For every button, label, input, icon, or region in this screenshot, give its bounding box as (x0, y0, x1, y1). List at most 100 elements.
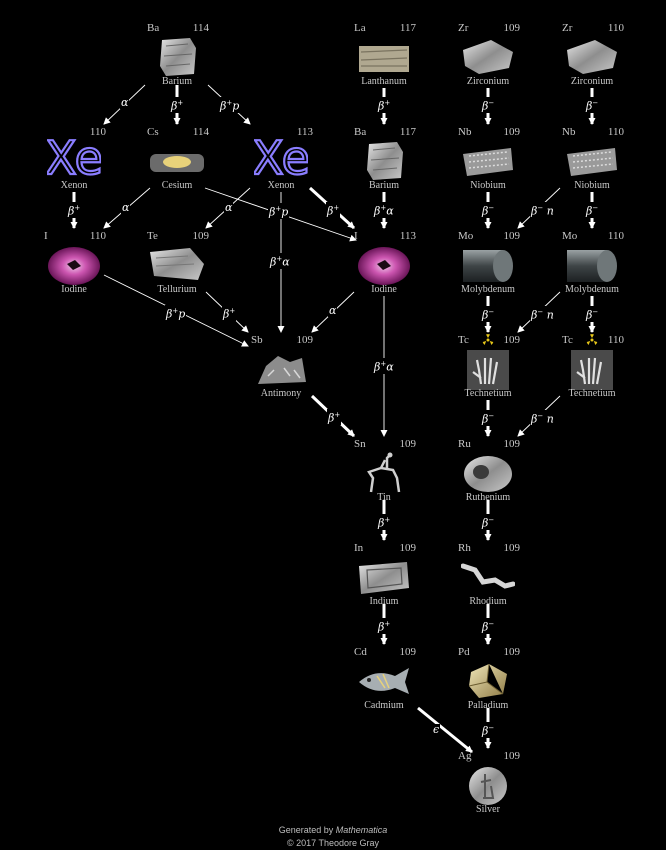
decay-label-zirconium-to-niobium: β− (481, 97, 496, 113)
decay-label-xenon113-to-antimony: β+α (269, 253, 291, 269)
niobium-image (567, 148, 617, 176)
mass-number: 109 (192, 230, 210, 242)
mass-number: 109 (296, 334, 314, 346)
zirconium-image (567, 40, 617, 74)
technetium-image (467, 350, 509, 390)
element-name: Cadmium (364, 700, 404, 711)
element-symbol: Zr (458, 22, 469, 34)
element-name: Technetium (464, 388, 512, 399)
mass-number: 110 (89, 230, 106, 242)
decay-label-xenon113-to-iodine113: β+ (326, 202, 341, 218)
decay-label-niobium2-to-molybdenum: β− n (530, 202, 555, 218)
cesium-image (150, 154, 204, 172)
mass-number: 109 (503, 750, 521, 762)
mass-number: 110 (607, 126, 624, 138)
element-symbol: Cs (147, 126, 159, 138)
mass-number: 117 (399, 126, 416, 138)
element-name: Zirconium (466, 76, 510, 87)
element-name: Palladium (467, 700, 509, 711)
element-name: Antimony (260, 388, 302, 399)
indium-image (359, 562, 409, 594)
decay-label-tc-to-ruthenium: β− (481, 410, 496, 426)
node-molybdenum-109: Mo 109 Molybdenum (448, 230, 528, 330)
xenon-image: Xe (47, 130, 101, 180)
xenon-glyph: Xe (254, 131, 308, 180)
node-palladium-109: Pd 109 Palladium (448, 646, 528, 746)
element-name: Molybdenum (565, 284, 619, 295)
element-name: Xenon (267, 180, 295, 191)
node-xenon-110: 110 Xe Xenon (34, 126, 114, 226)
decay-label-indium-to-cadmium: β+ (377, 618, 392, 634)
element-name: Silver (476, 804, 500, 815)
element-symbol: Ba (147, 22, 160, 34)
node-niobium-110: Nb 110 Niobium (552, 126, 632, 226)
decay-label-xenon113-to-tellurium: α (224, 201, 234, 214)
element-symbol: Sn (354, 438, 366, 450)
mass-number: 110 (607, 230, 624, 242)
decay-label-lanthanum-to-barium: β+ (377, 97, 392, 113)
decay-label-tellurium-to-antimony: β+ (222, 305, 237, 321)
element-symbol: Nb (562, 126, 576, 138)
mass-number: 114 (192, 22, 209, 34)
decay-label-zirconium2-to-niobium2: β− (585, 97, 600, 113)
node-indium-109: In 109 Indium (344, 542, 424, 642)
element-name: Iodine (371, 284, 397, 295)
mass-number: 113 (399, 230, 416, 242)
element-name: Tin (377, 492, 391, 503)
radioactive-icon (482, 334, 494, 345)
element-name: Ruthenium (465, 492, 511, 503)
element-name: Niobium (574, 180, 610, 191)
decay-arrow-cadmium-to-silver (417, 706, 473, 754)
molybdenum-image (567, 250, 617, 282)
element-name: Niobium (470, 180, 506, 191)
decay-label-iodine113-to-tin: β+α (373, 358, 395, 374)
mass-number: 109 (503, 22, 521, 34)
mass-number: 109 (503, 646, 521, 658)
element-name: Cesium (161, 180, 193, 191)
node-lanthanum-117: La 117 Lanthanum (344, 22, 424, 122)
element-symbol: Mo (562, 230, 578, 242)
mass-number: 109 (503, 230, 521, 242)
tellurium-image (150, 248, 204, 280)
footer-credit-line-2: © 2017 Theodore Gray (286, 838, 380, 848)
iodine-image (48, 247, 100, 285)
element-symbol: Nb (458, 126, 472, 138)
tin-image (367, 452, 401, 493)
node-technetium-110: Tc 110 Technetium (552, 334, 632, 434)
node-molybdenum-110: Mo 110 Molybdenum (552, 230, 632, 330)
element-name: Xenon (60, 180, 88, 191)
decay-label-niobium-to-molybdenum: β− (481, 202, 496, 218)
decay-label-molybdenum-to-tc: β− (481, 306, 496, 322)
decay-label-tc2-to-ruthenium: β− n (530, 410, 555, 426)
element-symbol: I (44, 230, 48, 242)
node-technetium-109: Tc 109 Technetium (448, 334, 528, 434)
mass-number: 109 (503, 126, 521, 138)
cadmium-image (359, 668, 409, 694)
decay-label-cesium-to-iodine113: β+p (268, 203, 290, 219)
element-name: Indium (369, 596, 399, 607)
footer-software: Mathematica (335, 825, 388, 835)
decay-label-xenon-to-iodine: β+ (67, 202, 82, 218)
node-silver-109: Ag 109 Silver (448, 750, 528, 850)
decay-label-iodine113-to-antimony: α (328, 304, 338, 317)
element-symbol: Tc (562, 334, 573, 346)
decay-label-tin-to-indium: β+ (377, 514, 392, 530)
element-symbol: Mo (458, 230, 474, 242)
element-name: Rhodium (469, 596, 507, 607)
node-ruthenium-109: Ru 109 Ruthenium (448, 438, 528, 538)
node-cadmium-109: Cd 109 Cadmium (344, 646, 424, 746)
node-iodine-110: I 110 Iodine (34, 230, 114, 330)
lanthanum-image (359, 46, 409, 72)
ruthenium-image (464, 456, 512, 492)
silver-image (469, 767, 507, 805)
element-name: Technetium (568, 388, 616, 399)
mass-number: 117 (399, 22, 416, 34)
node-cesium-114: Cs 114 Cesium (137, 126, 217, 226)
zirconium-image (463, 40, 513, 74)
element-symbol: Ba (354, 126, 367, 138)
node-zirconium-109: Zr 109 Zirconium (448, 22, 528, 122)
element-name: Tellurium (157, 284, 197, 295)
element-symbol: Pd (458, 646, 470, 658)
element-symbol: Ag (458, 750, 472, 762)
